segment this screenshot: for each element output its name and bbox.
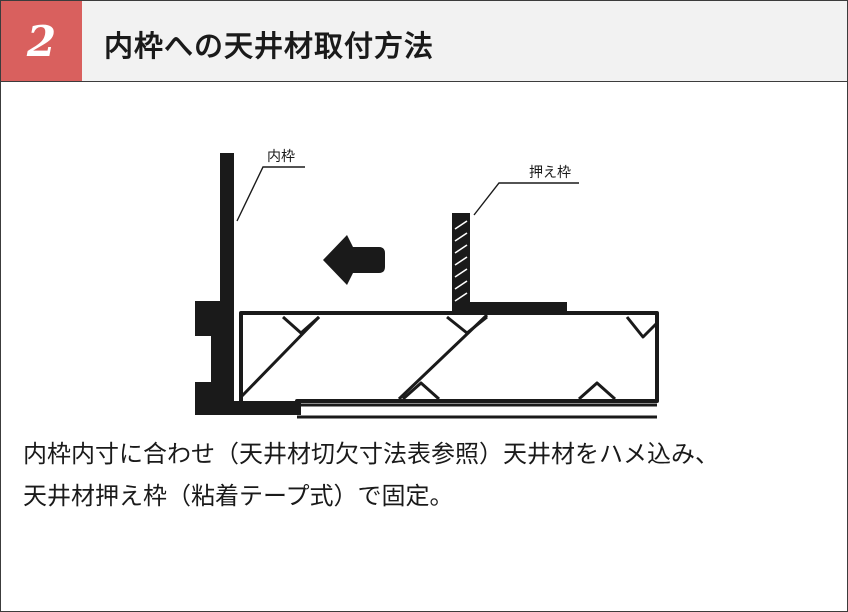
instruction-line-1: 内枠内寸に合わせ（天井材切欠寸法表参照）天井材をハメ込み、 bbox=[23, 440, 719, 468]
press-frame-leader bbox=[473, 182, 579, 216]
press-frame-profile bbox=[452, 213, 567, 314]
ceiling-panel bbox=[239, 311, 659, 419]
inner-frame-profile bbox=[195, 153, 301, 415]
adhesive-tape-hatching bbox=[454, 220, 468, 302]
page-title: 内枠への天井材取付方法 bbox=[104, 29, 435, 63]
inner-frame-label: 内枠 bbox=[267, 149, 295, 165]
step-number: 2 bbox=[26, 16, 57, 66]
step-badge: 2 bbox=[1, 1, 82, 81]
header: 2 内枠への天井材取付方法 bbox=[1, 1, 847, 82]
panel-truss-ribs bbox=[239, 313, 659, 401]
ceiling-installation-diagram: 内枠 押え枠 bbox=[195, 149, 659, 419]
press-frame-label: 押え枠 bbox=[529, 165, 571, 181]
arrow-left-icon bbox=[323, 235, 385, 285]
instruction-line-2: 天井材押え枠（粘着テープ式）で固定。 bbox=[23, 482, 454, 510]
instruction-text: 内枠内寸に合わせ（天井材切欠寸法表参照）天井材をハメ込み、 天井材押え枠（粘着テ… bbox=[23, 433, 835, 517]
inner-frame-leader bbox=[236, 166, 305, 222]
